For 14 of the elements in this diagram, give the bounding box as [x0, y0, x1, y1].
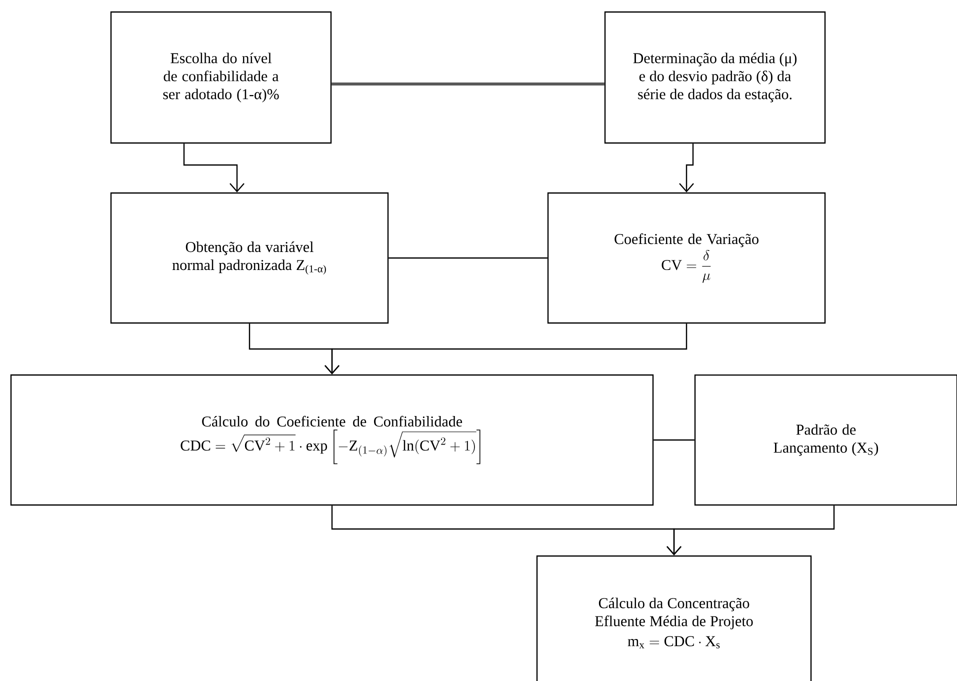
- arrow: [183, 144, 244, 192]
- process-box: Cálculo da Concentração Efluente Média de Projeto $\mathrm{m_x}=\mathrm{CDC}\cdot\mathrm{X_s}$: [536, 555, 812, 681]
- process-box: Cálculo do Coeficiente de Confiabilidade $\mathrm{CDC}=\sqrt{\mathrm{CV}^2+1}\cdot\exp\left[-\mathrm{Z}_{(1-\alpha)}\sqrt{\ln(\mathrm{CV}^2+1)}\right]$: [10, 374, 654, 506]
- arrow: [324, 324, 688, 374]
- arrow: [679, 144, 694, 192]
- connector-line: [332, 82, 604, 86]
- process-box: Coeficiente de Variação $\mathrm{CV}=\dfrac{\delta}{\mu}$: [547, 192, 826, 324]
- arrow: [666, 506, 835, 556]
- process-box: Escolha do nível de confiabilidade a ser adotado (1-α)%: [110, 11, 332, 144]
- connector-line: [654, 439, 694, 441]
- process-box: Determinação da média (μ) e do desvio padrão (δ) da série de dados da estação.: [604, 11, 826, 144]
- process-box: Padrão de Lançamento (X$_{S}$): [694, 374, 957, 506]
- process-box: Obtenção da variável normal padronizada Z$_{(1-α)}$: [110, 192, 389, 324]
- connector-line: [388, 257, 548, 259]
